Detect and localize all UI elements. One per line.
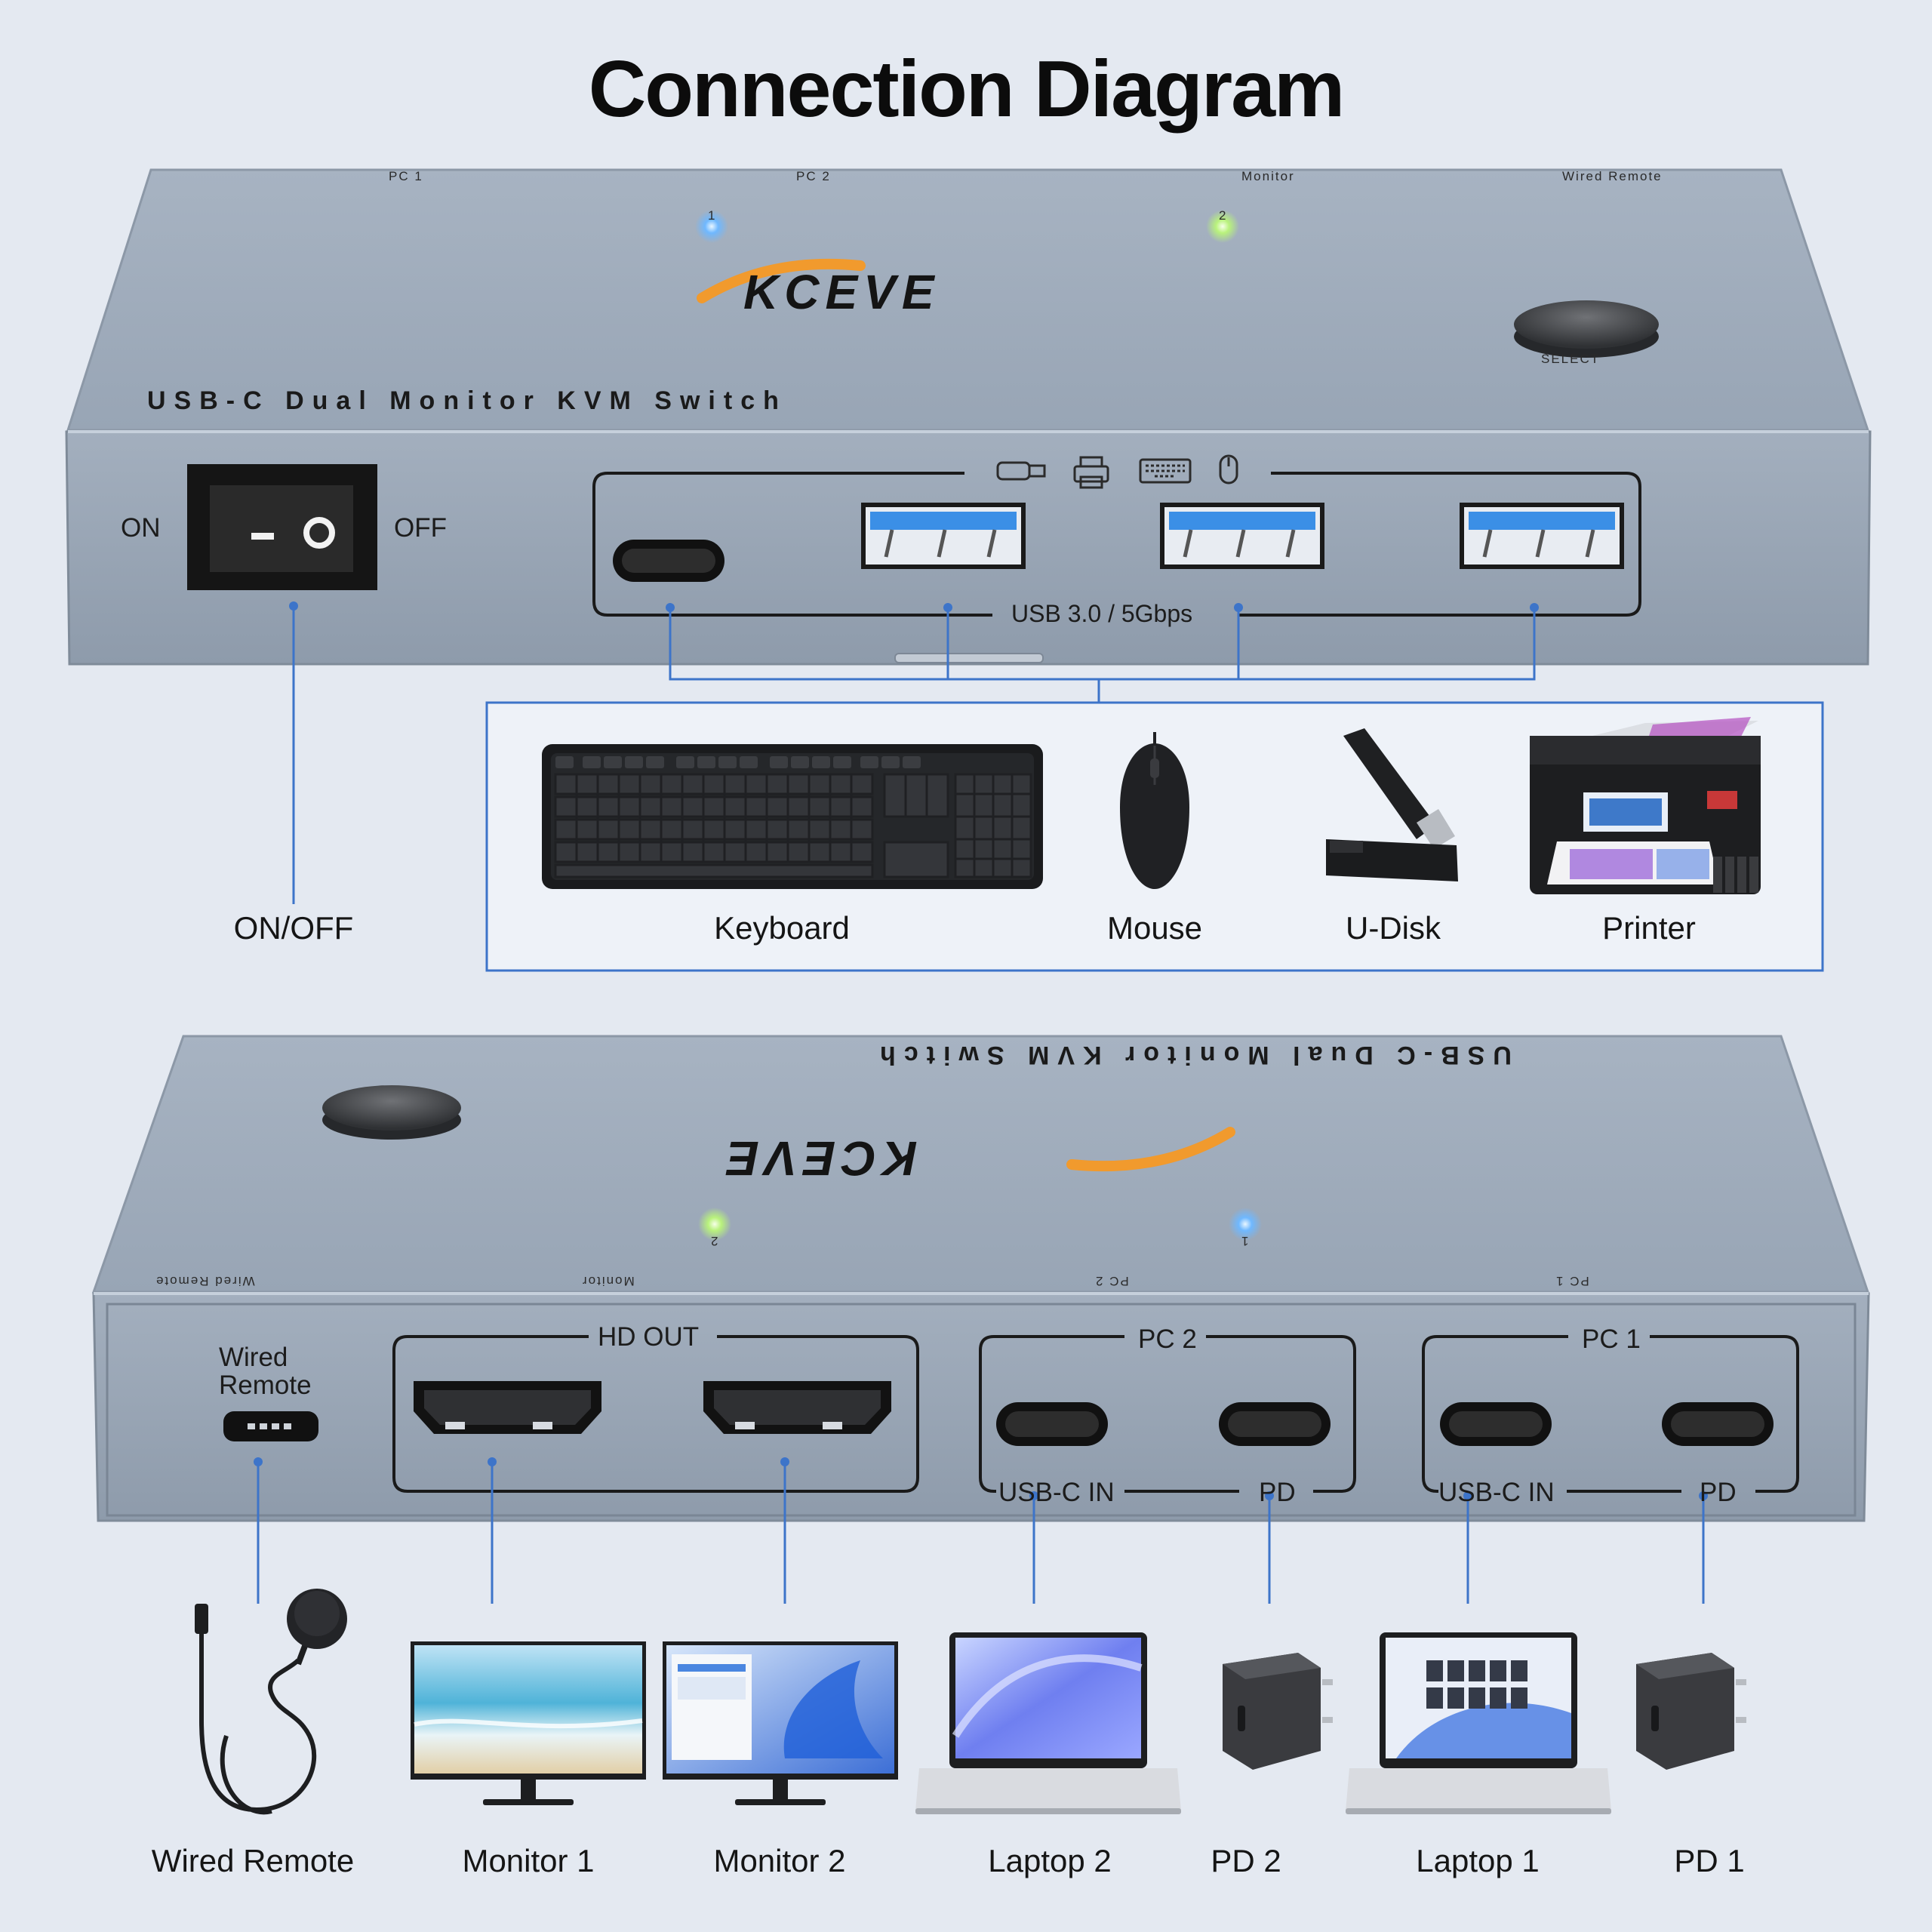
bottom-kvm-unit	[91, 1035, 1870, 1522]
led-label-bottom-1: 1	[1240, 1234, 1249, 1248]
pd-2-charger	[1223, 1653, 1333, 1770]
bottom-connector-lines	[257, 1462, 1705, 1604]
wired-remote-port	[223, 1411, 318, 1441]
usb-a-port-1	[861, 503, 1026, 569]
brand-logo: KCEVE	[743, 265, 940, 319]
mouse-icon	[1219, 454, 1238, 485]
top-connector-lines	[292, 606, 1536, 904]
pc1-usbc-in-label: USB-C IN	[1438, 1478, 1555, 1507]
pc2-label: PC 2	[1138, 1324, 1197, 1354]
printer-caption: Printer	[1602, 910, 1696, 946]
printer-device	[1530, 717, 1761, 894]
led-2	[1206, 210, 1239, 243]
monitor-2-caption: Monitor 2	[713, 1843, 846, 1878]
top-label-pc2: PC 2	[796, 169, 831, 183]
pc2-usbc-in-label: USB-C IN	[998, 1478, 1115, 1507]
pc2-pd-label: PD	[1259, 1478, 1296, 1507]
led-1	[695, 210, 728, 243]
page-title: Connection Diagram	[588, 45, 1346, 134]
led-label-2: 2	[1219, 208, 1228, 223]
u-disk-device	[1326, 728, 1458, 881]
brand-logo-bottom: KCEVE	[721, 1131, 918, 1186]
select-button-bottom[interactable]	[322, 1085, 461, 1131]
laptop-1-caption: Laptop 1	[1416, 1843, 1540, 1878]
laptop-2-device	[915, 1632, 1181, 1814]
switch-off-label: OFF	[394, 513, 447, 543]
bottom-label-monitor: Monitor	[581, 1274, 635, 1288]
led-2-bottom	[698, 1208, 731, 1241]
bottom-label-pc2: PC 2	[1094, 1274, 1129, 1288]
keyboard-device	[542, 744, 1043, 889]
monitor-1-device	[411, 1641, 646, 1805]
brand-swoosh-bottom	[1066, 1127, 1235, 1172]
monitor-1-caption: Monitor 1	[462, 1843, 595, 1878]
hdmi-port-2	[703, 1381, 891, 1434]
select-button[interactable]	[1514, 300, 1659, 349]
bottom-label-pc1: PC 1	[1555, 1274, 1589, 1288]
usb-speed-label: USB 3.0 / 5Gbps	[1011, 600, 1193, 627]
top-kvm-unit	[65, 168, 1872, 666]
pd-2-caption: PD 2	[1211, 1843, 1281, 1878]
pc1-pd-label: PD	[1700, 1478, 1737, 1507]
hdmi-port-1	[414, 1381, 601, 1434]
u-disk-caption: U-Disk	[1346, 910, 1441, 946]
product-strip-bottom: USB-C Dual Monitor KVM Switch	[872, 1041, 1512, 1069]
switch-on-label: ON	[121, 513, 161, 543]
keyboard-icon	[1139, 458, 1192, 484]
mouse-device	[1120, 732, 1189, 889]
onoff-caption: ON/OFF	[233, 910, 354, 946]
product-strip-top: USB-C Dual Monitor KVM Switch	[147, 386, 787, 415]
wired-remote-caption: Wired Remote	[151, 1843, 355, 1878]
pd-1-caption: PD 1	[1674, 1843, 1745, 1878]
led-label-bottom-2: 2	[709, 1234, 718, 1248]
usb-a-port-2	[1160, 503, 1324, 569]
usb-drive-icon	[996, 461, 1046, 481]
brand-swoosh	[697, 258, 866, 303]
led-label-1: 1	[708, 208, 717, 223]
pc1-label: PC 1	[1582, 1324, 1641, 1354]
hd-out-label: HD OUT	[598, 1322, 700, 1352]
laptop-2-caption: Laptop 2	[988, 1843, 1112, 1878]
keyboard-caption: Keyboard	[714, 910, 850, 946]
laptop-1-device	[1346, 1632, 1611, 1814]
wired-remote-device	[195, 1589, 347, 1815]
printer-icon	[1073, 456, 1109, 489]
mouse-caption: Mouse	[1106, 910, 1203, 946]
wired-remote-port-label: Wired Remote	[219, 1343, 312, 1400]
top-label-pc1: PC 1	[389, 169, 423, 183]
top-label-monitor: Monitor	[1241, 169, 1295, 183]
select-label: SELECT	[1541, 352, 1601, 366]
bottom-label-wired-remote: Wired Remote	[155, 1274, 255, 1288]
top-label-wired-remote: Wired Remote	[1562, 169, 1663, 183]
usb-a-port-3	[1460, 503, 1624, 569]
monitor-2-device	[663, 1641, 898, 1805]
pd-1-charger	[1636, 1653, 1746, 1770]
led-1-bottom	[1229, 1208, 1262, 1241]
